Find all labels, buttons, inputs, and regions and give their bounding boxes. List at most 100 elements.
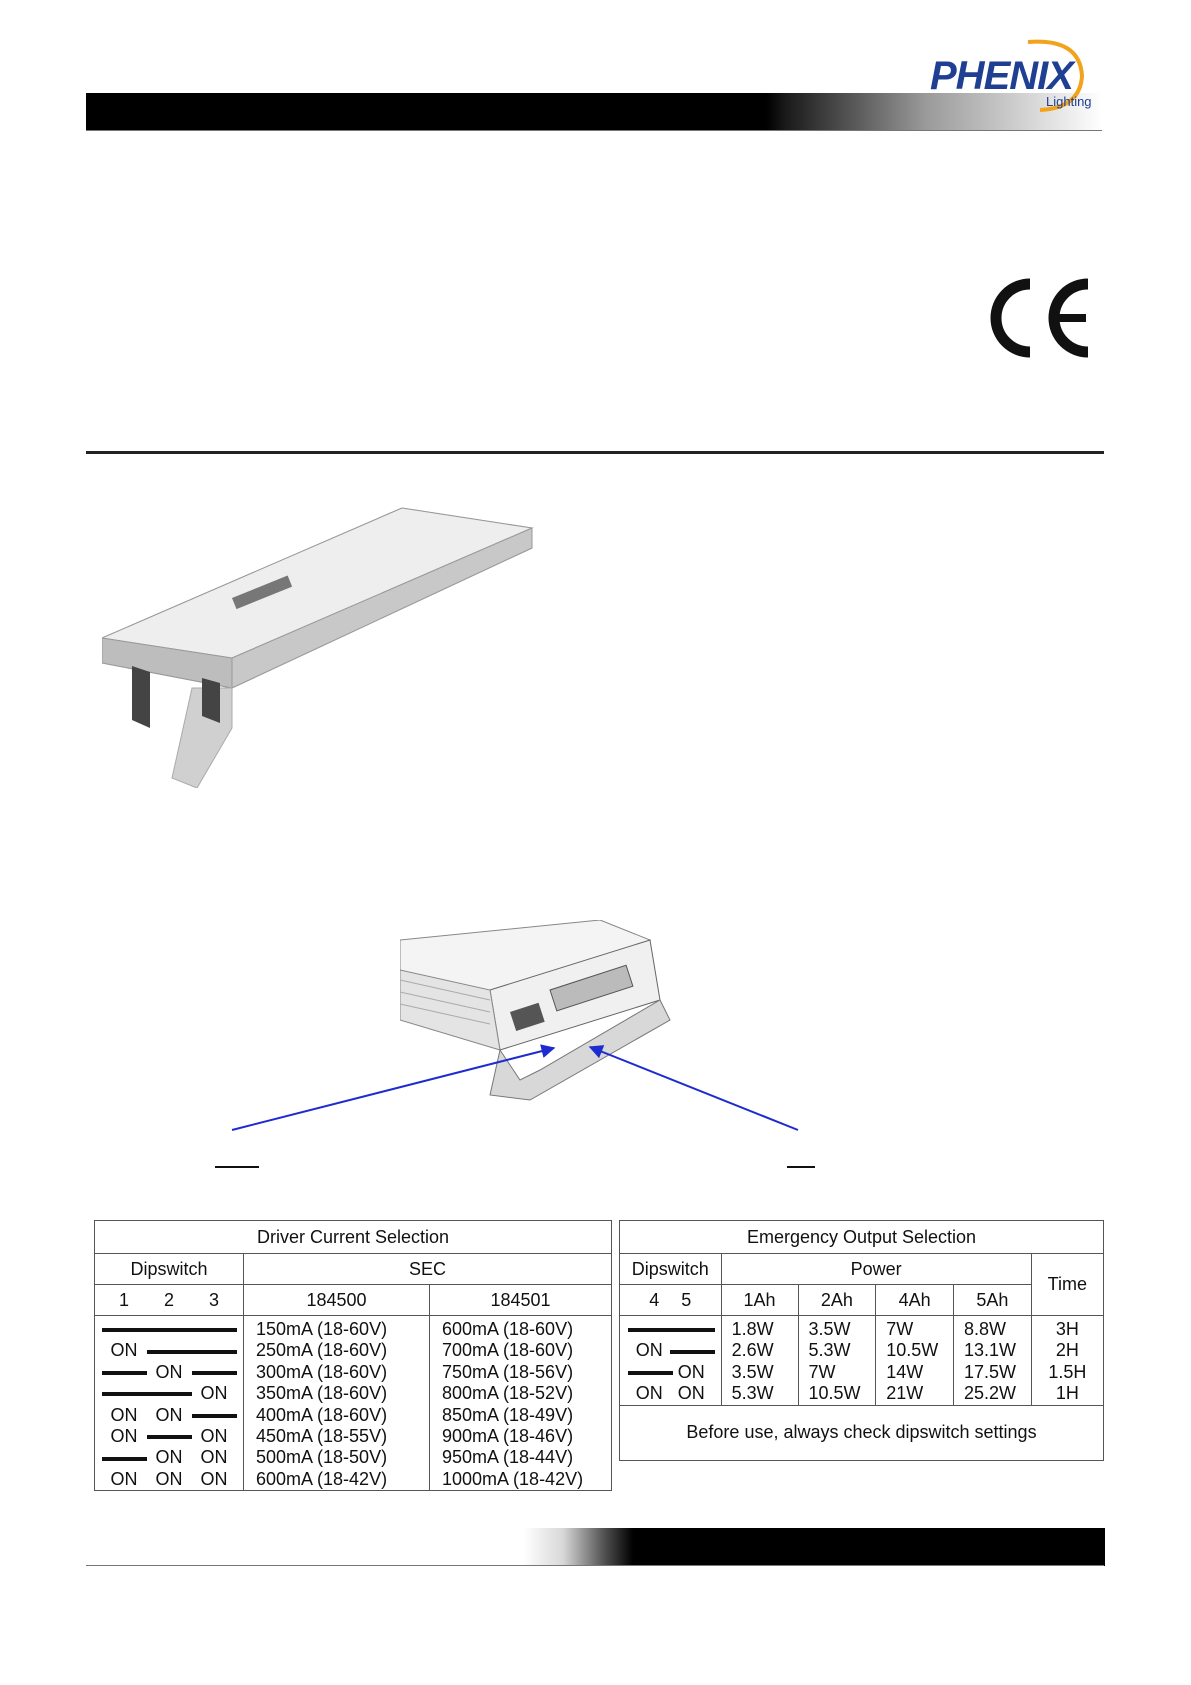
switch-on: ON [110,1340,138,1361]
capacity-header: 1Ah [720,1284,799,1316]
model-header: 184500 [243,1284,430,1316]
switch-off [191,1319,237,1340]
switch-off [101,1319,147,1340]
switch-on: ON [155,1361,183,1382]
switch-off [191,1405,237,1426]
capacity-header: 4Ah [875,1284,954,1316]
dash-icon [146,1349,192,1354]
dipswitch-detail-photo [400,920,671,1101]
power-value: 14W [886,1361,924,1382]
underline-mark [787,1166,815,1168]
dash-icon [628,1328,674,1333]
power-header: Power [720,1253,1032,1285]
dash-icon [670,1328,716,1333]
current-value: 300mA (18-60V) [256,1361,388,1382]
current-value: 250mA (18-60V) [256,1340,388,1361]
switch-on: ON [155,1468,183,1489]
switch-off [146,1319,192,1340]
dash-icon [191,1413,237,1418]
power-value: 13.1W [963,1340,1016,1361]
power-value: 21W [886,1383,924,1404]
switch-on: ON [110,1468,138,1489]
current-value: 900mA (18-46V) [442,1425,574,1446]
phenix-logo: PHENIX Lighting [928,38,1104,112]
power-value: 1.8W [731,1319,774,1339]
dip-number: 2 [163,1290,174,1310]
driver-184500-values: 150mA (18-60V)250mA (18-60V)300mA (18-60… [243,1314,430,1492]
time-value: 1.5H [1048,1361,1087,1382]
power-value: 2.6W [731,1340,774,1361]
dash-icon [191,1371,237,1376]
driver-dip-header: Dipswitch [94,1253,244,1285]
capacity-header: 5Ah [952,1284,1032,1316]
current-value: 600mA (18-60V) [442,1319,574,1339]
emergency-dip-label: Dipswitch [631,1259,709,1279]
current-value: 950mA (18-44V) [442,1447,574,1468]
switch-off [670,1319,716,1340]
switch-on: ON [200,1383,228,1404]
current-value: 150mA (18-60V) [256,1319,388,1339]
switch-off [146,1426,192,1447]
driver-current-table: Driver Current Selection Dipswitch SEC 1… [94,1220,612,1492]
dip-row [620,1319,721,1340]
current-value: 600mA (18-42V) [256,1468,388,1489]
switch-off [101,1447,147,1468]
switch-off [191,1362,237,1383]
switch-on: ON [677,1361,705,1382]
dash-icon [101,1371,147,1376]
current-value: 750mA (18-56V) [442,1361,574,1382]
switch-off [628,1319,674,1340]
switch-on: ON [110,1425,138,1446]
dash-icon [191,1349,237,1354]
power-value: 3.5W [808,1319,851,1339]
dash-icon [146,1435,192,1440]
dip-row: ON [620,1362,721,1383]
ce-mark-icon [990,278,1089,358]
model-header: 184501 [429,1284,612,1316]
driver-sec-header: SEC [243,1253,612,1285]
emergency-dip-header: Dipswitch 4 5 [619,1253,722,1316]
current-value: 350mA (18-60V) [256,1383,388,1404]
power-value: 5.3W [808,1340,851,1361]
capacity-header: 2Ah [797,1284,877,1316]
emergency-table-title: Emergency Output Selection [619,1220,1104,1254]
switch-off [101,1383,147,1404]
power-value: 10.5W [808,1383,861,1404]
dip-number: 5 [681,1290,692,1310]
emergency-output-table: Emergency Output Selection Dipswitch 4 5… [619,1220,1105,1461]
dip-row: ON [620,1340,721,1361]
time-header: Time [1030,1253,1105,1316]
product-photo [102,507,534,788]
current-value: 800mA (18-52V) [442,1383,574,1404]
power-value: 10.5W [886,1340,939,1361]
switch-on: ON [110,1404,138,1425]
current-value: 500mA (18-50V) [256,1447,388,1468]
dash-icon [146,1328,192,1333]
dip-number: 1 [118,1290,129,1310]
switch-off [101,1362,147,1383]
dip-row [95,1319,243,1340]
dash-icon [670,1349,716,1354]
dash-icon [101,1328,147,1333]
switch-off [628,1362,674,1383]
underline-mark [215,1166,259,1168]
dash-icon [628,1371,674,1376]
switch-on: ON [677,1383,705,1404]
footer-bar [523,1528,1105,1566]
dip-number: 3 [208,1290,219,1310]
switch-on: ON [155,1447,183,1468]
switch-off [670,1340,716,1361]
current-value: 1000mA (18-42V) [442,1468,584,1489]
switch-on: ON [635,1340,663,1361]
driver-dip-numbers: 1 2 3 [94,1284,244,1316]
power-value: 17.5W [963,1361,1016,1382]
current-value: 450mA (18-55V) [256,1425,388,1446]
dash-icon [101,1456,147,1461]
